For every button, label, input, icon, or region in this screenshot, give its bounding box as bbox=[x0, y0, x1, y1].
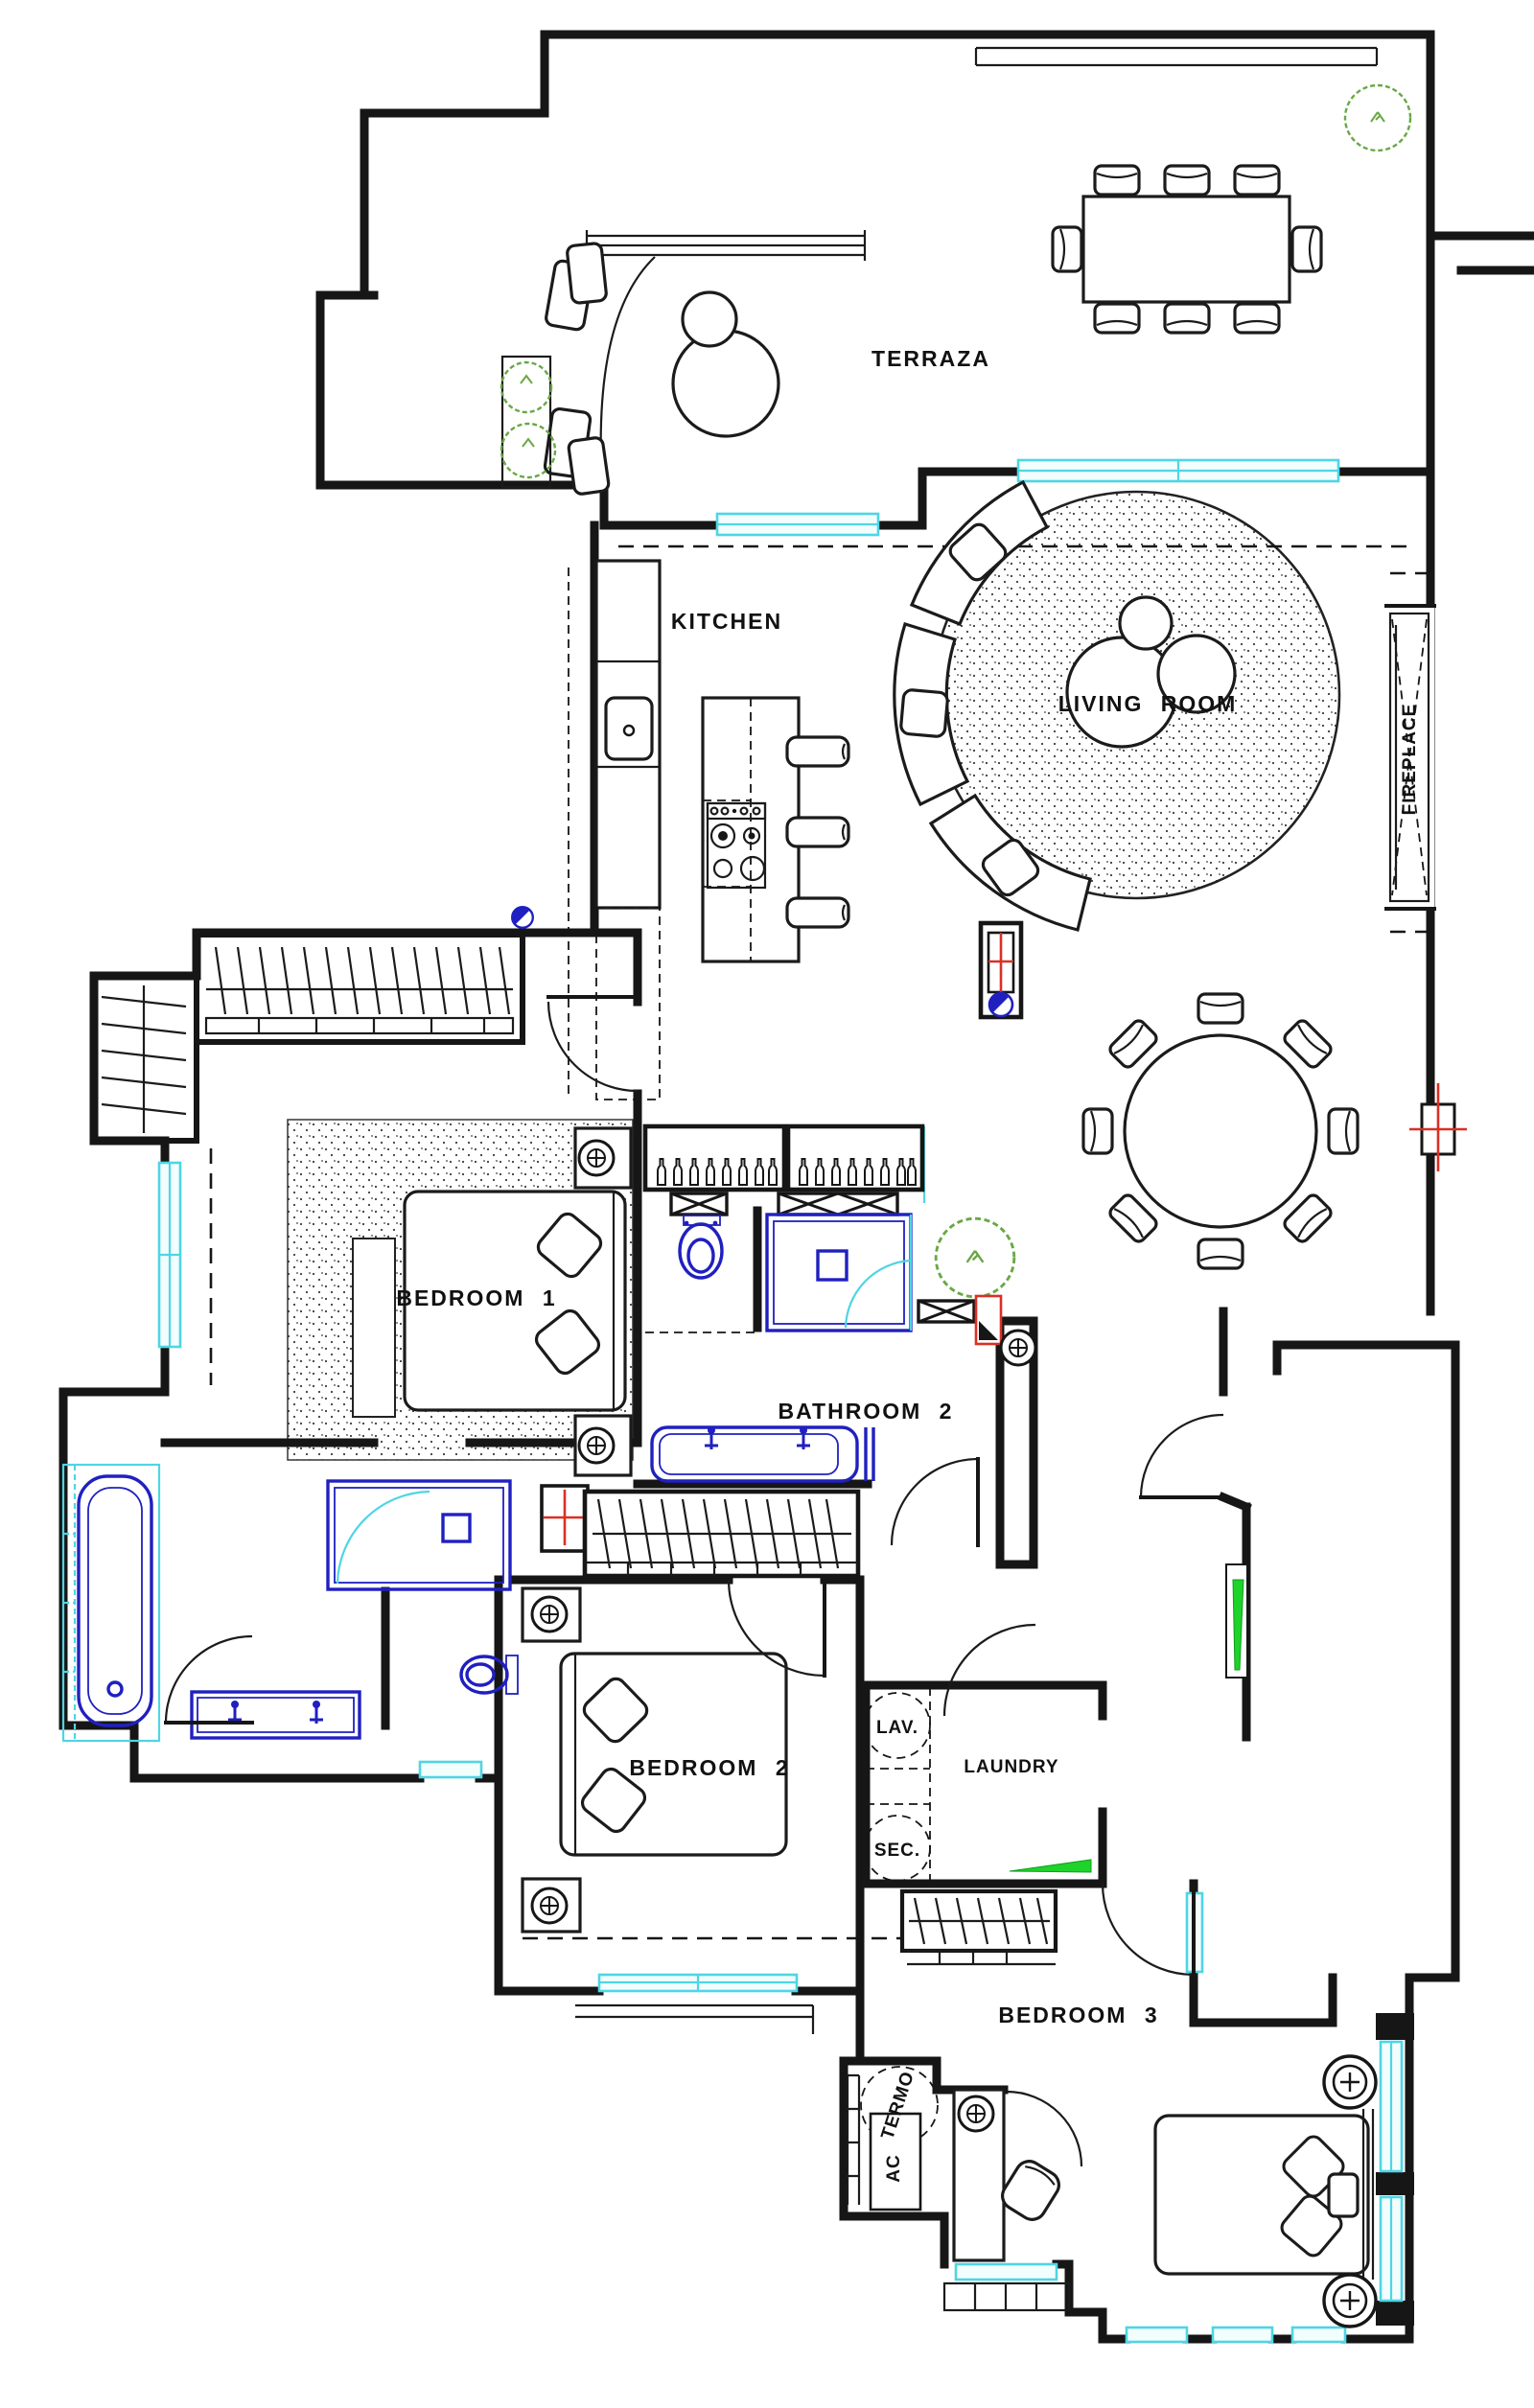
ceiling-dashes bbox=[209, 544, 1409, 1940]
kitchen-island bbox=[701, 696, 850, 963]
wine-racks bbox=[642, 1123, 925, 1192]
bedroom1-bed bbox=[403, 1190, 627, 1412]
switch-hall bbox=[999, 1329, 1037, 1367]
bathtub-bathroom1 bbox=[61, 1463, 161, 1743]
bedroom3-door bbox=[1101, 1882, 1196, 1977]
bathroom2-door bbox=[890, 1457, 980, 1547]
bedroom1-door bbox=[546, 995, 639, 1093]
bedroom3-wardrobe bbox=[899, 1888, 1058, 1966]
service-panel bbox=[978, 920, 1024, 1020]
water-point-kitchen bbox=[511, 906, 534, 929]
label-sec: SEC. bbox=[874, 1841, 920, 1861]
red-marker-box bbox=[974, 1294, 1003, 1346]
label-ac: AC bbox=[884, 2154, 904, 2182]
label-terrace: TERRAZA bbox=[872, 346, 990, 371]
bedroom2-door bbox=[727, 1578, 826, 1678]
label-bedroom3: BEDROOM 3 bbox=[998, 2003, 1158, 2027]
entry-door bbox=[1139, 1413, 1225, 1499]
columns bbox=[669, 1192, 976, 1324]
label-living-room: LIVING ROOM bbox=[1058, 691, 1238, 716]
shower-bathroom2 bbox=[765, 1213, 913, 1332]
label-kitchen: KITCHEN bbox=[671, 609, 782, 634]
label-fireplace: FIREPLACE bbox=[1400, 704, 1420, 816]
terrace-railing bbox=[585, 46, 1379, 261]
kitchen-counter bbox=[594, 559, 662, 1100]
bedroom3-bed bbox=[1153, 2109, 1375, 2280]
bedroom2-nightstands bbox=[521, 1586, 582, 1933]
living-sofa bbox=[893, 479, 1092, 932]
radiator-bedroom2 bbox=[540, 1484, 590, 1553]
laundry bbox=[864, 1687, 1092, 1882]
fireplace bbox=[1384, 571, 1436, 934]
shower-bathroom1 bbox=[326, 1479, 512, 1591]
tree-bathroom2 bbox=[934, 1216, 1016, 1299]
round-dining-table bbox=[1081, 992, 1360, 1270]
toilet-bathroom2 bbox=[678, 1215, 724, 1280]
bedroom2-wardrobe bbox=[582, 1489, 861, 1579]
label-laundry: LAUNDRY bbox=[964, 1757, 1058, 1777]
coffee-tables bbox=[1065, 595, 1237, 749]
bathtub-bathroom2 bbox=[650, 1424, 875, 1483]
bedroom1-nightstands bbox=[573, 1126, 633, 1477]
bathroom1-door bbox=[164, 1634, 254, 1725]
cooktop bbox=[706, 801, 767, 890]
bedroom3-desk bbox=[952, 2088, 1083, 2262]
utility-closet bbox=[846, 2066, 939, 2211]
bedroom2-bed bbox=[559, 1652, 788, 1857]
balcony-railing bbox=[575, 2003, 1071, 2312]
windows bbox=[157, 458, 1404, 2344]
radiator-hall bbox=[1225, 1563, 1248, 1679]
walkin-closet bbox=[91, 932, 525, 1144]
vanity-bathroom1 bbox=[190, 1690, 361, 1740]
label-bedroom2: BEDROOM 2 bbox=[629, 1755, 789, 1780]
tree-terrace bbox=[1343, 83, 1412, 152]
label-bedroom1: BEDROOM 1 bbox=[396, 1285, 556, 1310]
terrace-planter bbox=[500, 355, 557, 489]
label-bathroom2: BATHROOM 2 bbox=[779, 1399, 954, 1424]
toilet-bathroom1 bbox=[459, 1655, 519, 1695]
terrace-lounge bbox=[543, 242, 780, 496]
radiator-right-wall bbox=[1409, 1083, 1467, 1171]
label-lav: LAV. bbox=[876, 1718, 918, 1738]
terrace-dining-table bbox=[1051, 164, 1323, 335]
hall-door bbox=[942, 1623, 1036, 1717]
